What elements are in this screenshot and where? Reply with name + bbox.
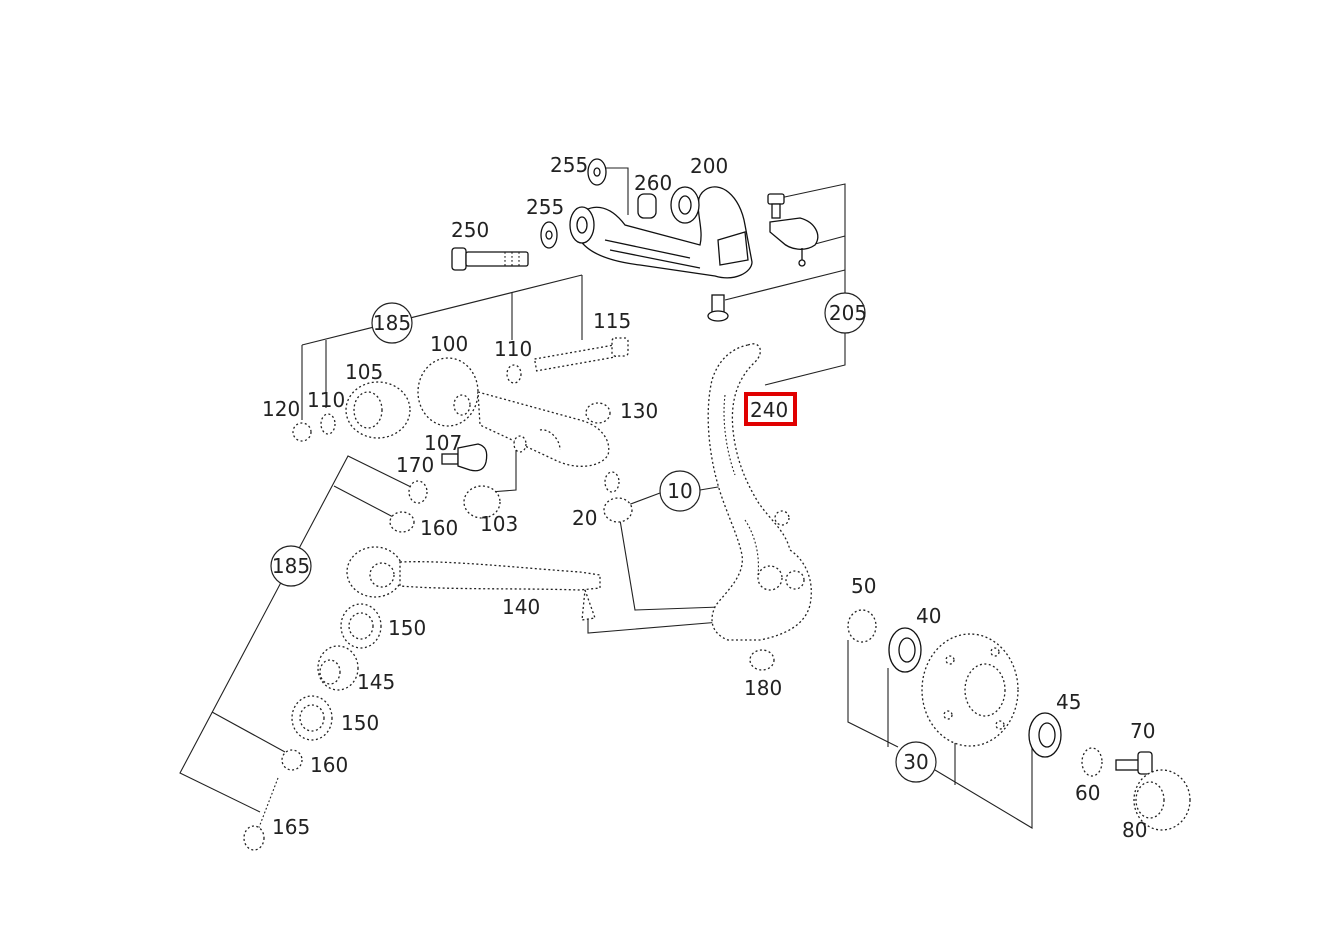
bolt-165 [243, 777, 279, 851]
highlight-box [744, 392, 797, 426]
washer-110-top [506, 364, 522, 384]
label-150-lower[interactable]: 150 [341, 711, 379, 735]
ball-joint-205 [767, 193, 819, 267]
hub-flange [921, 633, 1019, 747]
label-120[interactable]: 120 [262, 397, 300, 421]
washer-110-left [320, 413, 336, 435]
label-60[interactable]: 60 [1075, 781, 1100, 805]
bushing-150-lower [291, 695, 333, 741]
label-165[interactable]: 165 [272, 815, 310, 839]
tie-rod-group [243, 546, 601, 851]
part-50 [847, 609, 877, 643]
callout-185-lower-label: 185 [272, 554, 310, 578]
part-60 [1081, 747, 1103, 777]
callout-185-top-label: 185 [373, 311, 411, 335]
knuckle-10 [707, 343, 812, 641]
label-240: 240 [750, 398, 788, 422]
label-45[interactable]: 45 [1056, 690, 1081, 714]
label-140[interactable]: 140 [502, 595, 540, 619]
tie-rod-140 [346, 546, 601, 621]
callout-30[interactable]: 30 [895, 741, 937, 783]
part-170 [408, 480, 428, 504]
label-110-left[interactable]: 110 [307, 388, 345, 412]
part-145 [317, 645, 359, 691]
callout-185-lower[interactable]: 185 [270, 545, 312, 587]
bushing-105 [345, 381, 411, 439]
label-130[interactable]: 130 [620, 399, 658, 423]
wheel-hub-group [847, 609, 1191, 831]
ball-joint-107 [441, 443, 488, 472]
label-40[interactable]: 40 [916, 604, 941, 628]
label-103[interactable]: 103 [480, 512, 518, 536]
label-145[interactable]: 145 [357, 670, 395, 694]
part-labels: 255 260 200 255 250 115 110 100 105 120 … [262, 153, 1155, 842]
label-160-upper[interactable]: 160 [420, 516, 458, 540]
callout-10-label: 10 [667, 479, 692, 503]
label-170[interactable]: 170 [396, 453, 434, 477]
label-80[interactable]: 80 [1122, 818, 1147, 842]
label-100[interactable]: 100 [430, 332, 468, 356]
nut-120 [292, 422, 312, 442]
lower-arm-100 [417, 357, 610, 467]
bolt-70 [1115, 751, 1153, 775]
nut-180 [749, 649, 775, 671]
label-107[interactable]: 107 [424, 431, 462, 455]
callout-185-top[interactable]: 185 [371, 302, 413, 344]
joint-20 [603, 471, 633, 523]
label-70[interactable]: 70 [1130, 719, 1155, 743]
lower-front-group [292, 337, 633, 533]
nut-130 [585, 402, 611, 424]
cap-80 [1133, 769, 1191, 831]
part-160-upper [389, 511, 415, 533]
label-260[interactable]: 260 [634, 171, 672, 195]
steering-knuckle-group [707, 343, 812, 671]
callout-205[interactable]: 205 [824, 292, 867, 334]
part-160-lower [281, 749, 303, 771]
label-250[interactable]: 250 [451, 218, 489, 242]
screw-under-arm [707, 294, 729, 322]
label-160-lower[interactable]: 160 [310, 753, 348, 777]
bushing-150-upper [340, 603, 382, 649]
label-255-top[interactable]: 255 [550, 153, 588, 177]
bushing-260 [637, 193, 657, 219]
label-50[interactable]: 50 [851, 574, 876, 598]
leader-lines [179, 167, 1033, 829]
label-20[interactable]: 20 [572, 506, 597, 530]
label-150-upper[interactable]: 150 [388, 616, 426, 640]
label-255-lower[interactable]: 255 [526, 195, 564, 219]
upper-arm-group [451, 158, 819, 322]
label-115[interactable]: 115 [593, 309, 631, 333]
callout-10[interactable]: 10 [659, 470, 701, 512]
label-200[interactable]: 200 [690, 154, 728, 178]
label-105[interactable]: 105 [345, 360, 383, 384]
callout-30-label: 30 [903, 750, 928, 774]
highlighted-part-240[interactable]: 240 [744, 392, 797, 426]
bolt-115 [533, 337, 629, 372]
label-110-top[interactable]: 110 [494, 337, 532, 361]
callout-205-label: 205 [829, 301, 867, 325]
bolt-250 [451, 247, 529, 271]
bearing-45 [1028, 712, 1062, 758]
part-103 [463, 485, 501, 519]
upper-control-arm-200 [569, 186, 753, 279]
label-180[interactable]: 180 [744, 676, 782, 700]
bearing-40 [888, 627, 922, 673]
